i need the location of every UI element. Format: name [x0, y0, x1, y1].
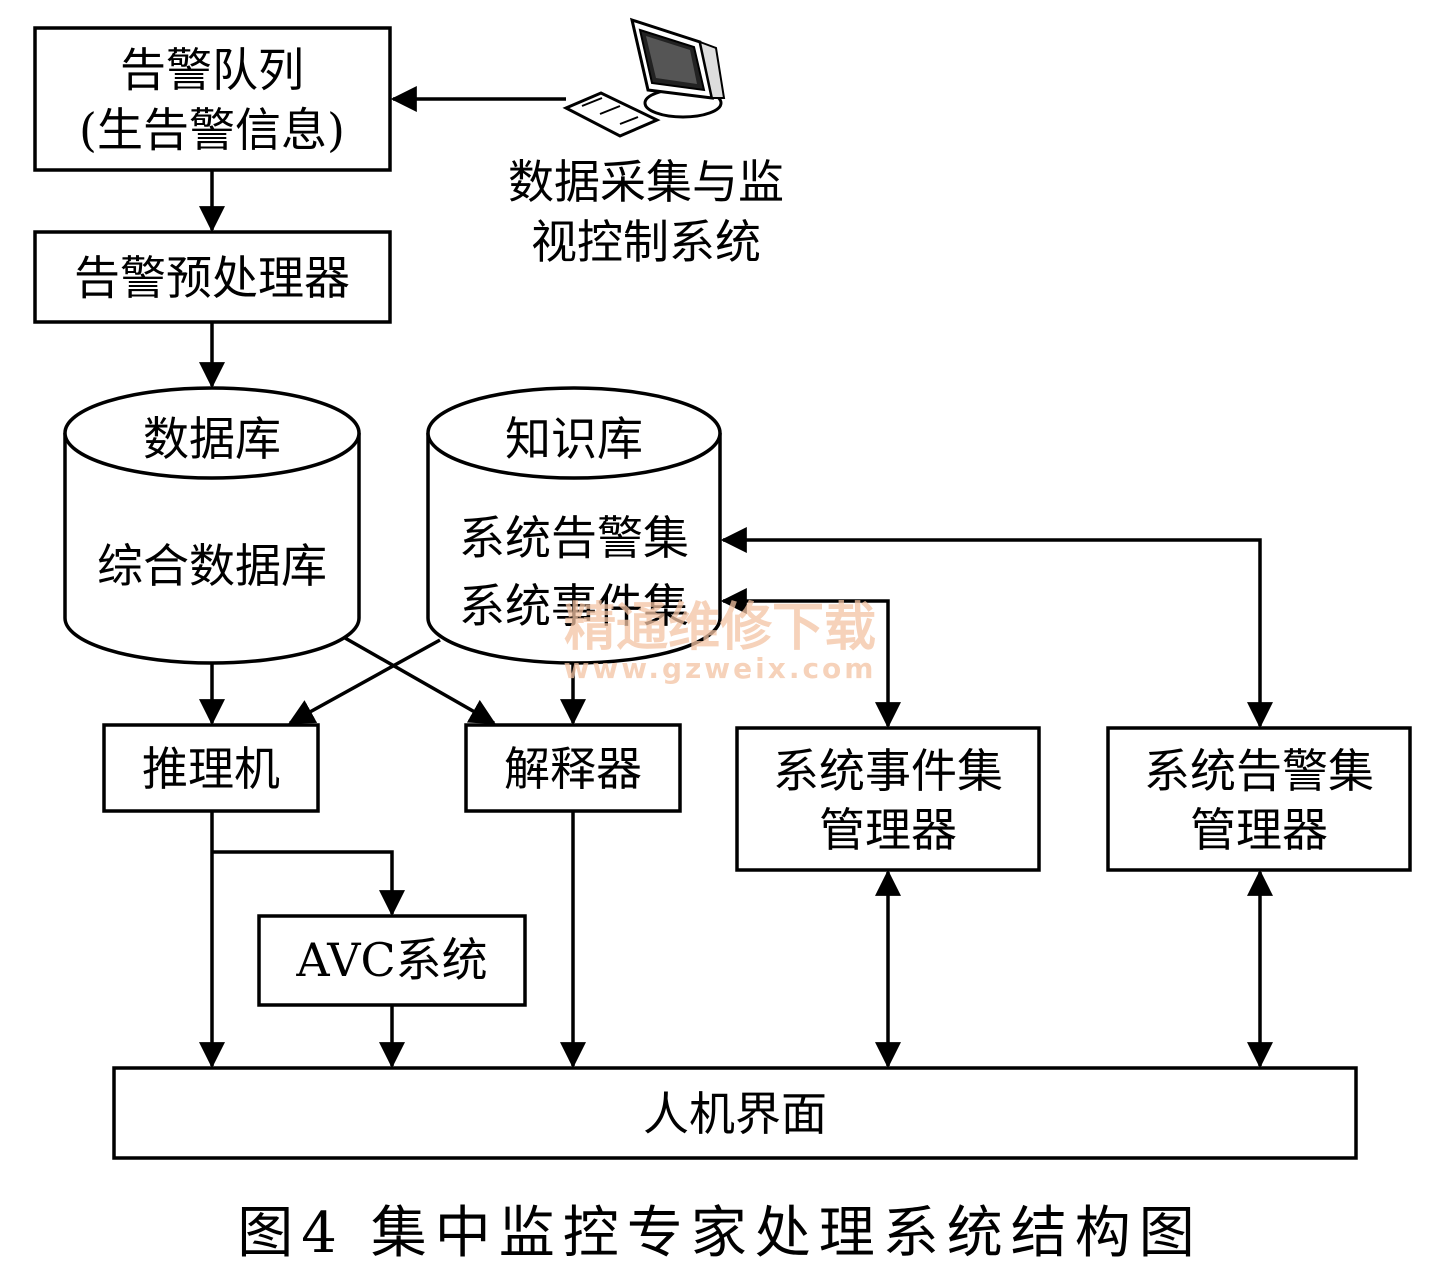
interpreter-box: 解释器	[464, 723, 682, 813]
event-manager-line2: 管理器	[819, 803, 957, 857]
computer-icon	[562, 17, 726, 138]
hmi-label: 人机界面	[643, 1087, 827, 1141]
knowledge-base-cylinder: 知识库 系统告警集 系统事件集	[426, 386, 722, 665]
inference-engine-box: 推理机	[102, 723, 320, 813]
knowledge-base-event-set: 系统事件集	[459, 579, 689, 633]
arrow-inference-to-avc	[212, 850, 405, 917]
avc-box: AVC系统	[257, 914, 527, 1007]
event-manager-line1: 系统事件集	[773, 744, 1003, 798]
hmi-box: 人机界面	[112, 1066, 1358, 1160]
alarm-manager-line1: 系统告警集	[1144, 744, 1374, 798]
database-body-label: 综合数据库	[97, 539, 327, 593]
database-cylinder: 数据库 综合数据库	[63, 386, 361, 665]
alarm-queue-subtitle: (生告警信息)	[79, 103, 345, 157]
alarm-queue-title: 告警队列	[120, 43, 304, 97]
event-manager-box: 系统事件集 管理器	[735, 726, 1041, 872]
figure-caption: 图4 集中监控专家处理系统结构图	[237, 1201, 1202, 1266]
inference-engine-label: 推理机	[142, 742, 280, 796]
preprocessor-box: 告警预处理器	[33, 230, 392, 324]
watermark-title: 精通维修下载	[564, 598, 876, 658]
watermark-url: www.gzweix.com	[564, 652, 877, 685]
scada-label-line2: 视控制系统	[531, 215, 761, 269]
scada-label-line1: 数据采集与监	[508, 155, 784, 209]
avc-label: AVC系统	[295, 933, 487, 987]
arrow-knowledge-to-inference	[288, 638, 441, 725]
alarm-manager-box: 系统告警集 管理器	[1106, 726, 1412, 872]
arrow-alarm-manager-knowledge	[720, 527, 1273, 729]
interpreter-label: 解释器	[504, 742, 642, 796]
alarm-manager-line2: 管理器	[1190, 803, 1328, 857]
arrow-database-to-interpreter	[344, 636, 496, 725]
preprocessor-label: 告警预处理器	[74, 251, 350, 305]
knowledge-base-top-label: 知识库	[505, 412, 643, 466]
alarm-queue-box: 告警队列 (生告警信息)	[33, 26, 392, 172]
database-top-label: 数据库	[143, 412, 281, 466]
knowledge-base-alarm-set: 系统告警集	[459, 511, 689, 565]
